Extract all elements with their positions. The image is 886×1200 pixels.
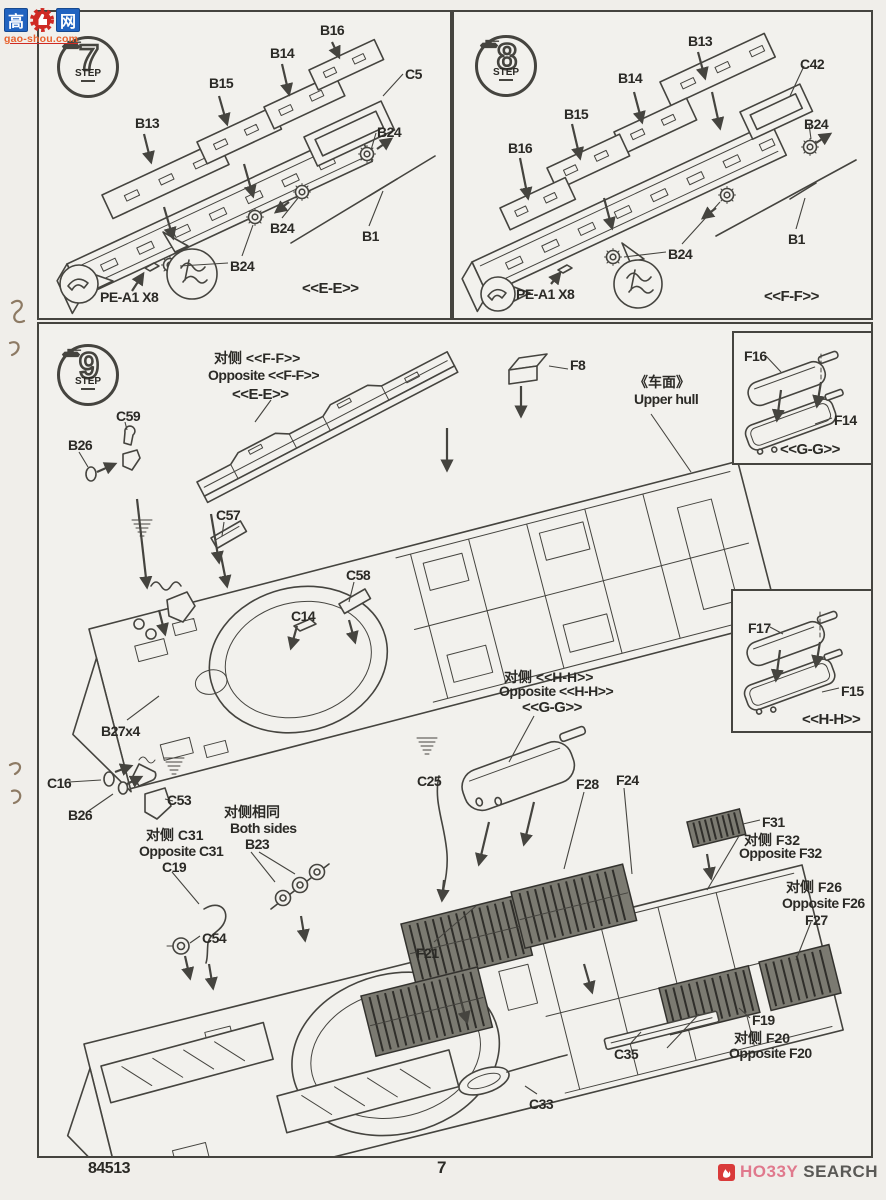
section-ref-ee: <<E-E>> (302, 280, 359, 297)
inset-gg-ref: <<G-G>> (780, 441, 840, 458)
step7-diagram (56, 38, 436, 315)
part-label-c58: C58 (346, 567, 371, 583)
part-label-f17: F17 (748, 620, 771, 636)
inset-hh-ref: <<H-H>> (802, 711, 861, 728)
step9-panel: 9 STEP 对侧 <<F-F>> Opposite <<F-F>> <<E-E… (37, 322, 873, 1158)
note-opposite-ff-cn: 对侧 <<F-F>> (214, 350, 301, 366)
part-label-c14: C14 (291, 608, 316, 624)
part-label-b1: B1 (362, 228, 379, 244)
brand-hobby: HO33Y (740, 1162, 799, 1181)
part-label-f8: F8 (570, 357, 586, 373)
part-label-b1: B1 (788, 231, 805, 247)
part-label-c25: C25 (417, 773, 442, 789)
part-label-c35: C35 (614, 1046, 639, 1062)
part-label-c54: C54 (202, 930, 227, 946)
part-label-b16: B16 (320, 22, 345, 38)
note-ee-ref: <<E-E>> (232, 386, 289, 403)
note-upper-hull-cn: 《车面》 (634, 374, 690, 390)
step8-badge: 8 STEP (475, 35, 537, 97)
part-label-f28: F28 (576, 776, 599, 792)
watermark-domain: gao-shou.com (4, 33, 79, 45)
part-label-b24: B24 (377, 124, 402, 140)
part-label-b16: B16 (508, 140, 533, 156)
watermark-gear-icon (30, 8, 54, 32)
part-label-b13: B13 (135, 115, 160, 131)
part-label-f27: F27 (805, 912, 828, 928)
note-opposite-c31-en: Opposite C31 (139, 843, 224, 859)
watermark-char-right: 网 (56, 8, 80, 32)
part-label-f31: F31 (762, 814, 785, 830)
part-label-b23: B23 (245, 836, 270, 852)
part-label-f24: F24 (616, 772, 639, 788)
binding-mark (8, 299, 26, 357)
note-opposite-f26-cn: 对侧 F26 (786, 879, 843, 895)
part-label-c19: C19 (162, 859, 187, 875)
part-label-b14: B14 (270, 45, 295, 61)
part-label-b14: B14 (618, 70, 643, 86)
note-opposite-hh-cn: 对侧 <<H-H>> (504, 669, 594, 685)
step8-diagram (461, 32, 857, 313)
note-opposite-f26-en: Opposite F26 (782, 895, 865, 911)
hobby-search-icon (718, 1163, 735, 1181)
note-opposite-f32-en: Opposite F32 (739, 845, 822, 861)
step9-badge: 9 STEP (57, 344, 119, 406)
step8-number: 8 (496, 36, 519, 77)
watermark-logo: 高 网 gao-shou.com (4, 7, 80, 45)
note-opposite-hh-en: Opposite <<H-H>> (499, 683, 614, 699)
tank-icon (479, 39, 500, 49)
note-opposite-f20-en: Opposite F20 (729, 1045, 812, 1061)
part-label-b24: B24 (668, 246, 693, 262)
part-label-b13: B13 (688, 33, 713, 49)
part-label-c16: C16 (47, 775, 72, 791)
part-label-c59: C59 (116, 408, 141, 424)
part-label-f21: F21 (416, 945, 439, 961)
note-upper-hull-en: Upper hull (634, 391, 699, 407)
note-opposite-f20-cn: 对侧 F20 (734, 1030, 791, 1046)
part-label-f16: F16 (744, 348, 767, 364)
part-label-c42: C42 (800, 56, 825, 72)
part-label-b24: B24 (230, 258, 255, 274)
brand-search: SEARCH (803, 1162, 879, 1181)
pe-note: PE-A1 X8 (100, 289, 159, 305)
part-label-b15: B15 (209, 75, 234, 91)
tank-icon (61, 40, 82, 50)
part-label-f14: F14 (834, 412, 857, 428)
part-label-b26: B26 (68, 807, 93, 823)
note-opposite-f32-cn: 对侧 F32 (744, 832, 801, 848)
step9-diagram (66, 331, 871, 1156)
part-label-c5: C5 (405, 66, 422, 82)
step7-badge: 7 STEP (57, 36, 119, 98)
section-ref-ff: <<F-F>> (764, 288, 819, 305)
step9-number: 9 (78, 345, 101, 386)
step8-step-label: STEP (492, 67, 520, 79)
step8-panel: 8 STEP B13 C42 B14 B15 B24 B16 B24 B1 PE… (452, 10, 873, 320)
step7-number: 7 (78, 37, 101, 78)
part-label-c33: C33 (529, 1096, 554, 1112)
step7-step-label: STEP (74, 68, 102, 80)
step9-step-label: STEP (74, 376, 102, 388)
watermark-char-left: 高 (4, 8, 28, 32)
note-both-sides-cn: 对侧相同 (224, 804, 280, 820)
brand-logo: HO33Y SEARCH (718, 1162, 878, 1182)
note-opposite-ff-en: Opposite <<F-F>> (208, 367, 320, 383)
pe-note: PE-A1 X8 (516, 286, 575, 302)
part-label-b24: B24 (804, 116, 829, 132)
part-label-b24: B24 (270, 220, 295, 236)
note-opposite-c31-cn: 对侧 C31 (146, 827, 204, 843)
binding-mark (8, 762, 22, 805)
part-label-b26: B26 (68, 437, 93, 453)
part-label-f15: F15 (841, 683, 864, 699)
part-label-f19: F19 (752, 1012, 775, 1028)
kit-number: 84513 (88, 1160, 131, 1177)
part-label-c57: C57 (216, 507, 241, 523)
note-both-sides-en: Both sides (230, 820, 297, 836)
note-gg-ref: <<G-G>> (522, 699, 582, 716)
part-label-b15: B15 (564, 106, 589, 122)
part-label-b27x4: B27x4 (101, 723, 140, 739)
page-number: 7 (437, 1158, 446, 1177)
step7-panel: 7 STEP B16 B14 B15 C5 B13 B24 B24 B1 B24… (37, 10, 452, 320)
tank-icon (61, 348, 82, 358)
part-label-c53: C53 (167, 792, 192, 808)
